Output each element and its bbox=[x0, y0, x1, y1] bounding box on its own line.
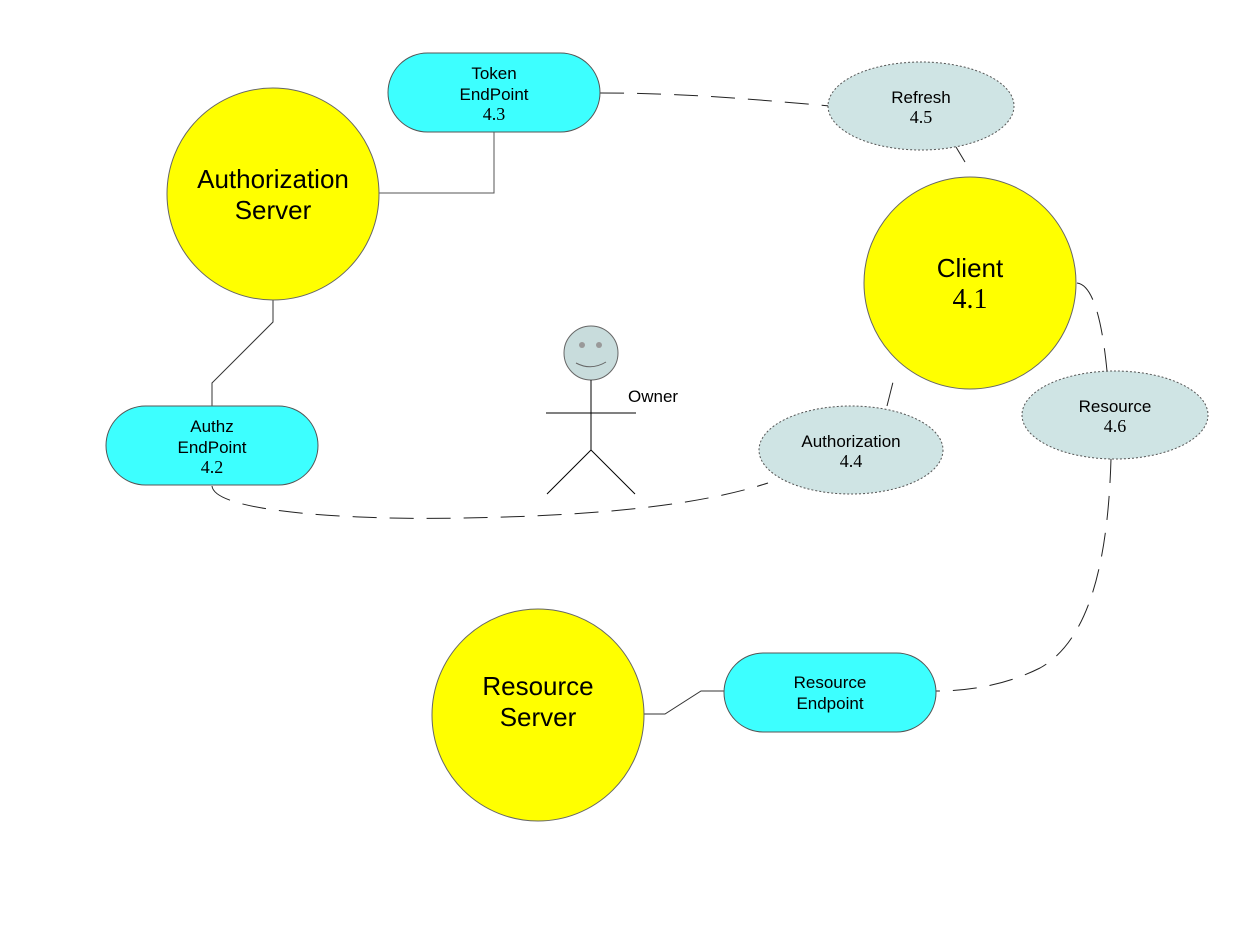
refresh-label-line2: 4.5 bbox=[910, 107, 933, 127]
authorization-server-label-line2: Server bbox=[235, 195, 312, 225]
refresh-to-client-flow bbox=[955, 146, 966, 163]
resource-message-label-line2: 4.6 bbox=[1104, 416, 1127, 436]
token-endpoint-label-line3: 4.3 bbox=[483, 104, 506, 124]
owner-right-leg bbox=[590, 449, 636, 495]
refresh-label-line1: Refresh bbox=[891, 88, 951, 107]
client-node: Client 4.1 bbox=[863, 176, 1077, 390]
resource-message-label-line1: Resource bbox=[1079, 397, 1152, 416]
client-label-line1: Client bbox=[937, 253, 1004, 283]
authorization-server-node: Authorization Server bbox=[166, 87, 380, 301]
token-endpoint-label-line1: Token bbox=[471, 64, 516, 83]
token-endpoint-label-line2: EndPoint bbox=[460, 85, 529, 104]
owner-left-leg bbox=[546, 449, 592, 495]
owner-label: Owner bbox=[628, 387, 678, 406]
auth-server-token-endpoint-connector bbox=[379, 132, 495, 194]
authz-endpoint-label-line3: 4.2 bbox=[201, 457, 224, 477]
owner-head bbox=[563, 325, 619, 381]
authz-endpoint-to-authorization-flow bbox=[211, 482, 769, 519]
owner-smile bbox=[575, 361, 607, 368]
resource-server-endpoint-connector bbox=[643, 690, 724, 715]
resource-server-label-line1: Resource bbox=[482, 671, 593, 701]
authorization-to-client-flow bbox=[886, 373, 896, 407]
refresh-message-node: Refresh 4.5 bbox=[827, 61, 1015, 151]
resource-endpoint-label-line1: Resource bbox=[794, 673, 867, 692]
auth-server-authz-endpoint-connector bbox=[211, 300, 274, 407]
authz-endpoint-label-line1: Authz bbox=[190, 417, 233, 436]
resource-server-label-line2: Server bbox=[500, 702, 577, 732]
owner-left-eye bbox=[579, 342, 585, 348]
resource-server-node: Resource Server bbox=[431, 608, 645, 822]
authorization-message-node: Authorization 4.4 bbox=[758, 405, 944, 495]
resource-endpoint-node: Resource Endpoint bbox=[723, 652, 937, 733]
authorization-message-label-line2: 4.4 bbox=[840, 451, 863, 471]
client-to-resource-message-flow bbox=[1076, 282, 1108, 372]
authorization-server-label-line1: Authorization bbox=[197, 164, 349, 194]
resource-message-node: Resource 4.6 bbox=[1021, 370, 1209, 460]
resource-endpoint-label-line2: Endpoint bbox=[796, 694, 863, 713]
authz-endpoint-label-line2: EndPoint bbox=[178, 438, 247, 457]
client-label-line2: 4.1 bbox=[953, 284, 988, 315]
token-to-refresh-flow bbox=[599, 92, 831, 107]
owner-right-eye bbox=[596, 342, 602, 348]
resource-message-to-resource-endpoint-flow bbox=[935, 458, 1112, 692]
authz-endpoint-node: Authz EndPoint 4.2 bbox=[105, 405, 319, 486]
token-endpoint-node: Token EndPoint 4.3 bbox=[387, 52, 601, 133]
owner-actor: Owner bbox=[546, 325, 678, 495]
authorization-message-label-line1: Authorization bbox=[801, 432, 900, 451]
